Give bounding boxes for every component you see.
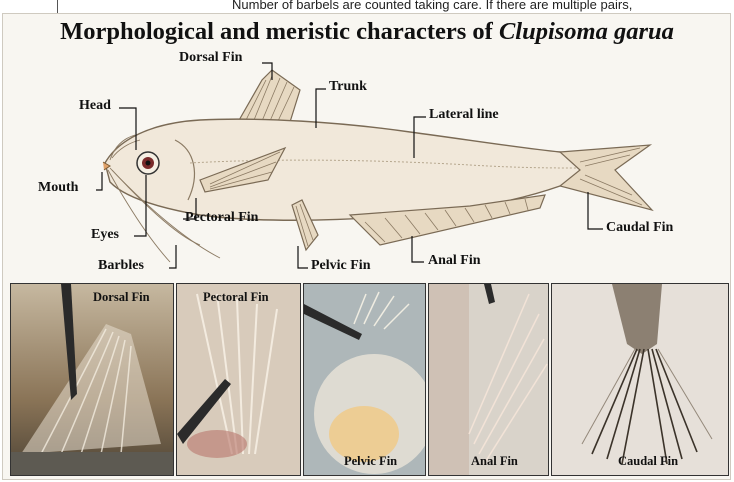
pectoral-fin-photo-art	[177, 284, 301, 476]
photo-caudal-fin: Caudal Fin	[551, 283, 729, 476]
caudal-fin-photo-art	[552, 284, 729, 476]
anal-fin-photo-art	[429, 284, 549, 476]
label-trunk: Trunk	[329, 79, 367, 95]
label-dorsal-fin: Dorsal Fin	[179, 50, 242, 66]
photo-anal-fin: Anal Fin	[428, 283, 549, 476]
caudal-fin-shape	[560, 145, 652, 210]
eye-center	[146, 161, 151, 166]
label-pelvic-fin: Pelvic Fin	[311, 258, 371, 274]
photo-caption-pelvic: Pelvic Fin	[344, 454, 397, 469]
label-caudal-fin: Caudal Fin	[606, 220, 673, 236]
photo-caption-caudal: Caudal Fin	[618, 454, 678, 469]
label-mouth: Mouth	[38, 180, 78, 196]
label-eyes: Eyes	[91, 227, 119, 243]
label-barbles: Barbles	[98, 258, 144, 274]
photo-caption-pectoral: Pectoral Fin	[203, 290, 269, 305]
label-pectoral-fin: Pectoral Fin	[185, 210, 258, 226]
photo-pelvic-fin: Pelvic Fin	[303, 283, 426, 476]
label-lateral-line: Lateral line	[429, 107, 499, 123]
dorsal-fin-photo-art	[11, 284, 174, 476]
dorsal-fin-shape	[238, 70, 300, 122]
photo-caption-dorsal: Dorsal Fin	[93, 290, 150, 305]
photo-caption-anal: Anal Fin	[471, 454, 518, 469]
pelvic-fin-photo-art	[304, 284, 426, 476]
photo-pectoral-fin: Pectoral Fin	[176, 283, 301, 476]
label-anal-fin: Anal Fin	[428, 253, 481, 269]
photo-dorsal-fin: Dorsal Fin	[10, 283, 174, 476]
label-head: Head	[79, 98, 111, 114]
